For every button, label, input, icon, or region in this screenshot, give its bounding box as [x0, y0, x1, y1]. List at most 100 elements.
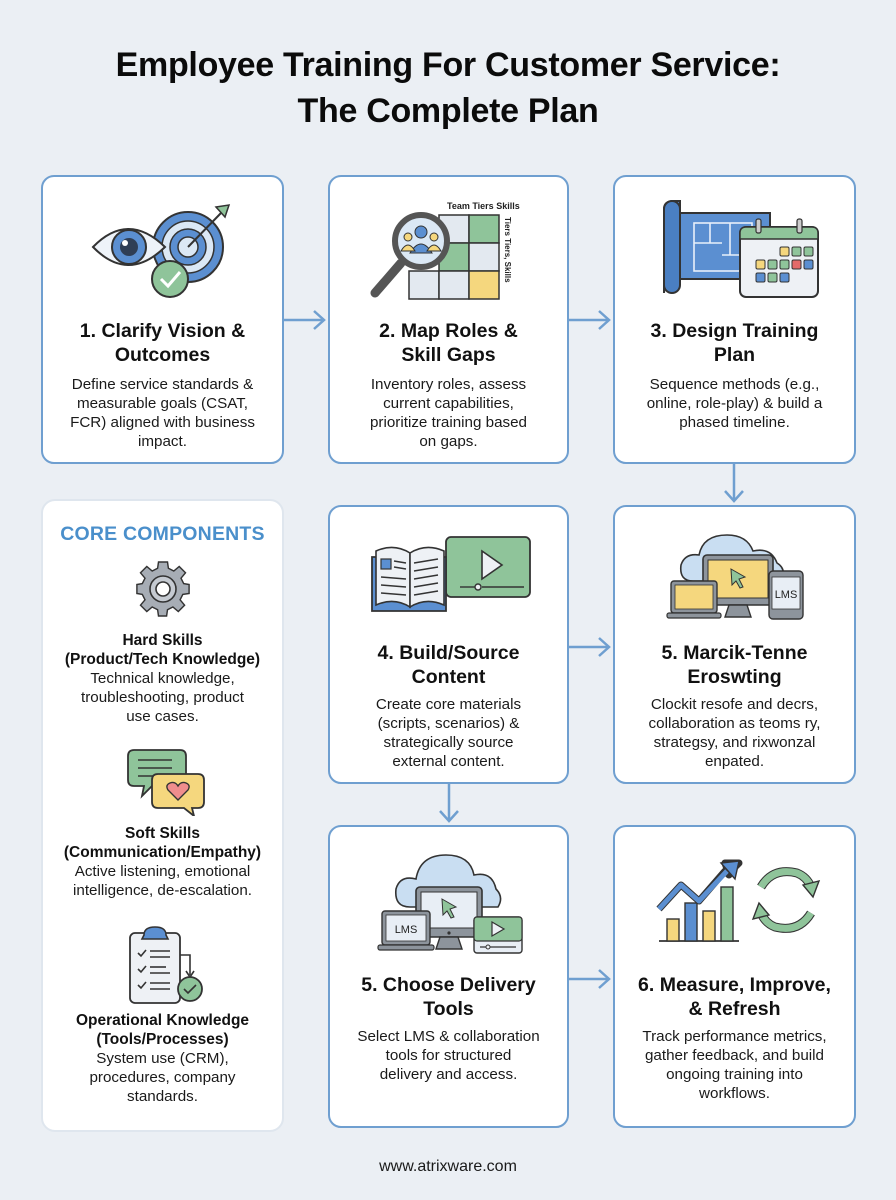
core-item-description: Active listening, emotional intelligence… [43, 862, 282, 900]
step-title-line: 6. Measure, Improve, [638, 974, 831, 996]
title-line-2: The Complete Plan [297, 92, 599, 130]
step-4-panel: 4. Build/Source Content Create core mate… [328, 505, 569, 784]
step-3-description: Sequence methods (e.g., online, role-pla… [615, 375, 854, 432]
desc-line: current capabilities, [383, 395, 514, 412]
desc-line: standards. [127, 1088, 198, 1105]
step-5-description: Select LMS & collaboration tools for str… [330, 1027, 567, 1084]
desc-line: on gaps. [419, 433, 478, 450]
arrow-right-icon [569, 637, 611, 657]
arrow-right-icon [284, 310, 326, 330]
desc-line: workflows. [699, 1085, 770, 1102]
desc-line: collaboration as teoms ry, [648, 715, 821, 732]
step-title-line: Eroswting [687, 666, 782, 688]
chart-refresh-icon [615, 857, 854, 947]
desc-line: Select LMS & collaboration [357, 1028, 540, 1045]
desc-line: use cases. [126, 708, 199, 725]
step-6-description: Track performance metrics, gather feedba… [615, 1027, 854, 1103]
desc-line: enpated. [704, 753, 765, 770]
core-item-title: Hard Skills [122, 632, 203, 649]
core-item-subtitle: (Product/Tech Knowledge) [64, 651, 261, 668]
step-5-title: 5. Choose Delivery Tools [330, 973, 567, 1021]
book-video-icon [330, 535, 567, 615]
step-title-line: Plan [713, 344, 756, 366]
desc-line: intelligence, de-escalation. [73, 882, 252, 899]
desc-line: phased timeline. [679, 414, 790, 431]
desc-line: procedures, company [89, 1069, 236, 1086]
arrow-down-icon [724, 464, 744, 503]
desc-line: impact. [138, 433, 187, 450]
step-3-panel: 3. Design Training Plan Sequence methods… [613, 175, 856, 464]
desc-line: Create core materials [375, 696, 522, 713]
svg-text:LMS: LMS [394, 924, 417, 936]
step-title-line: 4. Build/Source [377, 642, 520, 664]
desc-line: strategically source [383, 734, 514, 751]
desc-line: ongoing training into [666, 1066, 803, 1083]
core-components-heading: CORE COMPONENTS [60, 523, 265, 545]
arrow-down-icon [439, 784, 459, 823]
magnifier-skill-matrix-icon: Team Tiers Skills Tiers Tiers, Skills [330, 197, 567, 307]
desc-line: delivery and access. [379, 1066, 518, 1083]
core-item-subtitle: (Tools/Processes) [96, 1031, 229, 1048]
desc-line: external content. [392, 753, 505, 770]
desc-line: Track performance metrics, [642, 1028, 827, 1045]
cloud-devices-video-icon: LMS [330, 847, 567, 957]
desc-line: Sequence methods (e.g., [649, 376, 820, 393]
desc-line: (scripts, scenarios) & [377, 715, 520, 732]
desc-line: tools for structured [385, 1047, 512, 1064]
page-title: Employee Training For Customer Service: … [0, 42, 896, 134]
desc-line: Define service standards & [71, 376, 254, 393]
step-5a-description: Clockit resofe and decrs, collaboration … [615, 695, 854, 771]
step-1-title: 1. Clarify Vision & Outcomes [43, 319, 282, 367]
step-6-title: 6. Measure, Improve, & Refresh [615, 973, 854, 1021]
core-components-panel: CORE COMPONENTS Hard Skills (Product/Tec… [41, 499, 284, 1132]
chat-heart-icon [43, 746, 282, 816]
step-title-line: 5. Marcik-Tenne [661, 642, 808, 664]
desc-line: System use (CRM), [96, 1050, 229, 1067]
blueprint-calendar-icon [615, 199, 854, 309]
step-title-line: 1. Clarify Vision & [79, 320, 246, 342]
core-item-title: Soft Skills [125, 825, 200, 842]
step-5-panel: LMS 5. Choose Delivery Tools Select LMS … [328, 825, 569, 1128]
gear-icon [43, 559, 282, 619]
step-5a-title: 5. Marcik-Tenne Eroswting [615, 641, 854, 689]
step-2-description: Inventory roles, assess current capabili… [330, 375, 567, 451]
desc-line: Technical knowledge, [90, 670, 235, 687]
core-item-soft-skills: Soft Skills (Communication/Empathy) Acti… [43, 746, 282, 900]
desc-line: Clockit resofe and decrs, [650, 696, 819, 713]
cloud-devices-lms-icon: LMS [615, 525, 854, 625]
step-2-title: 2. Map Roles & Skill Gaps [330, 319, 567, 367]
desc-line: gather feedback, and build [644, 1047, 824, 1064]
step-1-panel: 1. Clarify Vision & Outcomes Define serv… [41, 175, 284, 464]
svg-text:Team Tiers Skills: Team Tiers Skills [447, 201, 520, 211]
step-6-panel: 6. Measure, Improve, & Refresh Track per… [613, 825, 856, 1128]
core-item-title: Operational Knowledge [75, 1012, 250, 1029]
desc-line: Active listening, emotional [74, 863, 251, 880]
step-title-line: & Refresh [688, 998, 781, 1020]
step-5a-panel: LMS 5. Marcik-Tenne Eroswting Clockit re… [613, 505, 856, 784]
desc-line: strategsy, and rixwonzal [653, 734, 816, 751]
step-title-line: Skill Gaps [401, 344, 496, 366]
step-title-line: 5. Choose Delivery [361, 974, 536, 996]
core-item-operational-knowledge: Operational Knowledge (Tools/Processes) … [43, 925, 282, 1106]
step-4-title: 4. Build/Source Content [330, 641, 567, 689]
desc-line: Inventory roles, assess [370, 376, 527, 393]
step-title-line: Tools [423, 998, 474, 1020]
desc-line: prioritize training based [369, 414, 528, 431]
eye-target-check-icon [43, 199, 282, 309]
svg-text:LMS: LMS [774, 589, 797, 601]
desc-line: troubleshooting, product [81, 689, 244, 706]
desc-line: measurable goals (CSAT, [76, 395, 249, 412]
svg-text:Tiers Tiers, Skills: Tiers Tiers, Skills [503, 217, 512, 283]
step-title-line: Content [411, 666, 486, 688]
step-2-panel: Team Tiers Skills Tiers Tiers, Skills 2.… [328, 175, 569, 464]
title-line-1: Employee Training For Customer Service: [115, 46, 781, 84]
step-1-description: Define service standards & measurable go… [43, 375, 282, 451]
step-title-line: Outcomes [114, 344, 211, 366]
desc-line: online, role-play) & build a [646, 395, 823, 412]
core-item-description: Technical knowledge, troubleshooting, pr… [43, 669, 282, 726]
core-item-subtitle: (Communication/Empathy) [63, 844, 262, 861]
footer-url[interactable]: www.atrixware.com [379, 1158, 517, 1175]
step-title-line: 3. Design Training [650, 320, 819, 342]
core-item-hard-skills: Hard Skills (Product/Tech Knowledge) Tec… [43, 559, 282, 726]
arrow-right-icon [569, 969, 611, 989]
